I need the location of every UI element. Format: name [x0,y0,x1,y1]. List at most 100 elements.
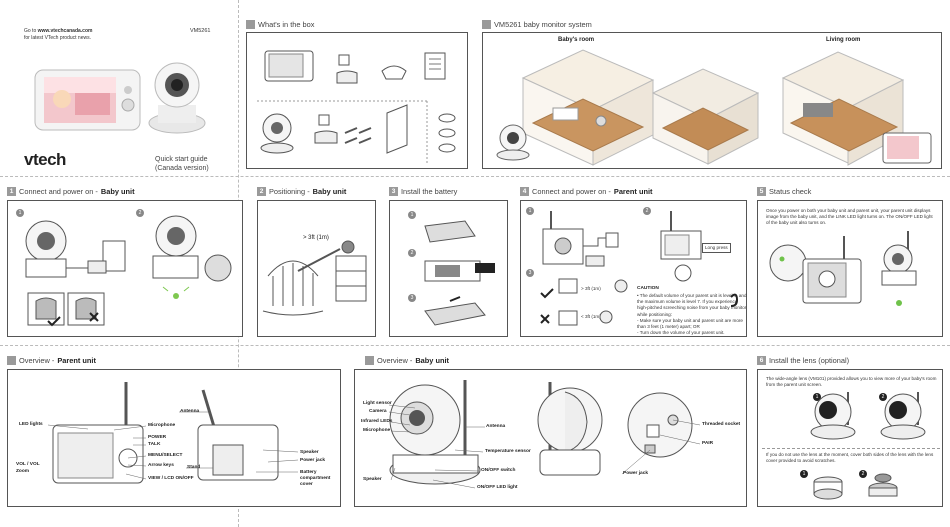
vtech-logo: vtech [24,150,66,169]
lens-text: The wide-angle lens (VM101) provided all… [766,376,937,388]
step5-illustration [769,231,917,306]
label-power-jack: Power jack [623,471,649,476]
label-stand: Stand [187,465,201,470]
step-circle: 3 [408,294,416,302]
product-photo [34,62,206,134]
step-circle: 1 [813,393,821,401]
long-press-label: Long press [702,243,731,254]
step-circle: 2 [408,249,416,257]
step-circle: 2 [879,393,887,401]
overview-baby-panel: Light sensor Camera Infrared LEDs Microp… [354,369,747,507]
step-circle: 1 [408,211,416,219]
box-section-header: What's in the box [246,20,314,29]
step2-panel: > 3ft (1m) [257,200,376,337]
label-pair: PAIR [702,441,714,446]
label-antenna: Antenna [486,424,506,429]
cover-website-note: Go to www.vtechcanada.com for latest VTe… [24,28,93,41]
section-marker: 1 [7,187,16,196]
label-microphone: Microphone [148,423,176,428]
label-power: POWER [148,435,167,440]
step6-panel: The wide-angle lens (VM101) provided all… [757,369,943,507]
label-threaded-socket: Threaded socket [702,422,741,427]
section-marker [482,20,491,29]
label-camera: Camera [369,409,387,414]
label-antenna: Antenna [180,409,200,414]
living-room-label: Living room [826,37,861,43]
caution-text: • The default volume of your parent unit… [637,293,747,336]
label-infrared: Infrared LEDs [361,419,393,424]
overview-baby-header: Overview - Baby unit [365,356,449,365]
divider [762,448,940,449]
label-view-lcd: VIEW / LCD ON/OFF [148,476,194,481]
step-circle: 2 [643,207,651,215]
section-marker: 6 [757,356,766,365]
step2-illustration [262,240,367,316]
label-speaker: Speaker [300,450,319,455]
step4-section-header: 4 Connect and power on - Parent unit [520,187,653,196]
model-number: VM5261 [190,28,211,34]
section-marker [246,20,255,29]
step1-illustration [25,215,232,327]
section-marker: 3 [389,187,398,196]
step-circle: 2 [859,470,867,478]
box-items-illustration [257,50,456,165]
step3-illustration [424,220,495,326]
label-light-sensor: Light sensor [363,401,392,406]
section-marker: 5 [757,187,766,196]
system-section-header: VM5261 baby monitor system [482,20,592,29]
step3-panel: 1 2 3 [389,200,508,337]
label-zoom: Zoom [16,469,30,474]
step2-section-header: 2 Positioning - Baby unit [257,187,346,196]
fold-line [0,176,950,177]
step6-section-header: 6 Install the lens (optional) [757,356,849,365]
rooms-illustration [496,49,932,166]
status-text: Once you power on both your baby unit an… [766,208,933,226]
caution-label: CAUTION [637,286,659,291]
label-led-lights: LED lights [19,422,43,427]
label-power-jack: Power jack [300,458,326,463]
step5-panel: Once you power on both your baby unit an… [757,200,943,337]
step-circle: 1 [800,470,808,478]
overview-parent-header: Overview - Parent unit [7,356,96,365]
system-panel: Baby's room Living room [482,32,942,169]
section-marker [365,356,374,365]
overview-parent-panel: LED lights Microphone POWER TALK MENU/SE… [7,369,341,507]
step1-section-header: 1 Connect and power on - Baby unit [7,187,135,196]
parent-unit-illustration [47,382,299,484]
label-temperature: Temperature sensor [485,449,531,454]
section-marker: 2 [257,187,266,196]
step3-section-header: 3 Install the battery [389,187,457,196]
step-circle: 2 [136,209,144,217]
step5-section-header: 5 Status check [757,187,811,196]
section-marker: 4 [520,187,529,196]
section-marker [7,356,16,365]
step-circle: 3 [526,269,534,277]
label-onoff-switch: ON/OFF switch [481,468,516,473]
lens-cover-text: If you do not use the lens at the moment… [766,452,934,464]
label-speaker: Speaker [363,477,382,482]
label-volume: VOL / VOL [16,462,40,467]
label-talk: TALK [148,442,161,447]
distance-more-label: > 3ft (1m) [581,286,601,291]
step4-panel: 1 2 3 Long press > 3ft (1m) < 3ft (1m) C… [520,200,747,337]
babys-room-label: Baby's room [558,37,595,43]
guide-title: Quick start guide (Canada version) [155,155,209,174]
box-contents-panel [246,32,468,169]
distance-less-label: < 3ft (1m) [581,314,601,319]
step6-illustration [810,392,926,500]
label-arrow-keys: Arrow keys [148,463,174,468]
label-microphone: Microphone [363,428,391,433]
label-menu-select: MENU/SELECT [148,453,183,458]
website-link[interactable]: www.vtechcanada.com [37,28,93,34]
step-circle: 1 [16,209,24,217]
fold-line [0,345,950,346]
label-onoff-led: ON/OFF LED light [477,485,518,490]
step1-panel: 1 2 [7,200,243,337]
step-circle: 1 [526,207,534,215]
label-battery-cover: Battery compartment cover [300,470,331,488]
guide-title-line2: (Canada version) [155,165,209,173]
step4-illustration [540,211,739,326]
baby-unit-illustration [388,380,701,489]
guide-title-line1: Quick start guide [155,156,208,163]
distance-label: > 3ft (1m) [303,235,329,241]
